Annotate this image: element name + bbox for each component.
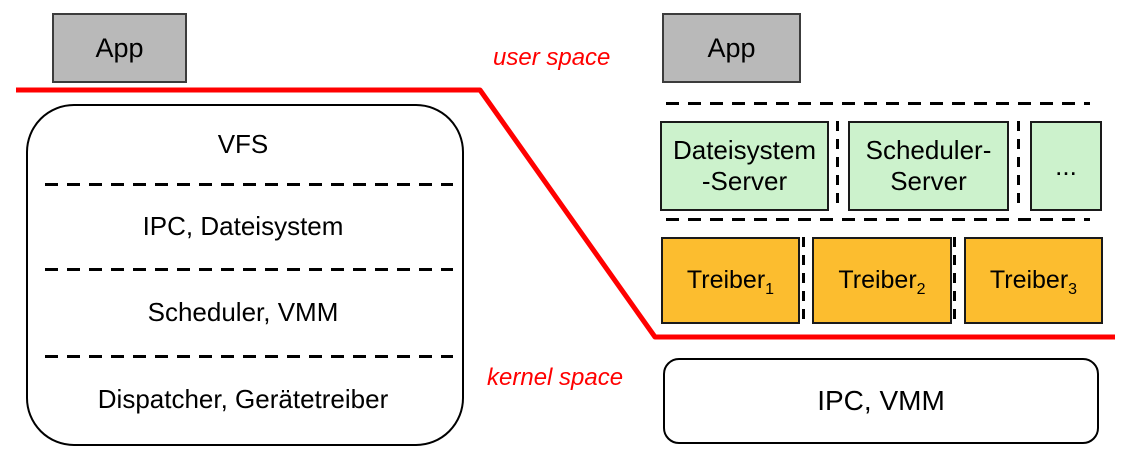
- server-label-line2: Server: [890, 166, 967, 196]
- driver-label: Treiber2: [838, 266, 926, 298]
- layer-label: Dispatcher, Gerätetreiber: [97, 383, 389, 414]
- layer-label: Scheduler, VMM: [147, 297, 339, 327]
- driver-label-text: Treiber: [838, 266, 917, 294]
- server-label-line2: -Server: [701, 166, 788, 196]
- microkernel-box: IPC, VMM: [663, 358, 1099, 444]
- server-label: Scheduler- Server: [866, 135, 992, 196]
- driver-label-subscript: 2: [916, 281, 926, 298]
- driver-label-text: Treiber: [989, 266, 1069, 294]
- driver-box-2: Treiber2: [812, 237, 952, 324]
- app-box: App: [662, 13, 801, 83]
- driver-box-1: Treiber1: [661, 237, 800, 324]
- server-label-line1: Dateisystem: [672, 135, 817, 166]
- driver-label-text: Treiber: [686, 266, 766, 294]
- server-label: Dateisystem -Server: [673, 135, 816, 196]
- kernel-layer-dispatcher-geraetetreiber: Dispatcher, Gerätetreiber: [26, 356, 460, 442]
- dashed-separator: [802, 237, 805, 320]
- driver-label: Treiber1: [686, 266, 775, 298]
- dashed-separator: [1017, 121, 1020, 207]
- dashed-separator: [666, 102, 1090, 105]
- server-label: ...: [1055, 150, 1077, 181]
- dashed-separator: [953, 237, 956, 320]
- driver-label: Treiber3: [989, 266, 1078, 298]
- server-label-line1: Scheduler-: [865, 135, 992, 166]
- user-space-label: user space: [493, 44, 611, 71]
- app-label: App: [95, 32, 144, 63]
- app-label: App: [707, 32, 756, 63]
- app-box: App: [52, 13, 187, 83]
- kernel-layer-vfs: VFS: [26, 104, 460, 184]
- dashed-separator: [666, 218, 1090, 221]
- dashed-separator: [45, 355, 453, 358]
- kernel-space-label: kernel space: [487, 364, 624, 391]
- driver-label-subscript: 1: [765, 281, 775, 298]
- server-box-dateisystem: Dateisystem -Server: [660, 121, 829, 211]
- layer-label: IPC, Dateisystem: [142, 211, 344, 241]
- layer-label: VFS: [217, 128, 269, 159]
- kernel-layer-ipc-dateisystem: IPC, Dateisystem: [26, 184, 460, 269]
- driver-label-subscript: 3: [1068, 281, 1078, 298]
- kernel-layer-scheduler-vmm: Scheduler, VMM: [26, 269, 460, 356]
- driver-box-3: Treiber3: [964, 237, 1103, 324]
- dashed-separator: [836, 121, 839, 207]
- server-box-ellipsis: ...: [1030, 121, 1102, 211]
- server-box-scheduler: Scheduler- Server: [848, 121, 1009, 211]
- microkernel-label: IPC, VMM: [817, 385, 945, 416]
